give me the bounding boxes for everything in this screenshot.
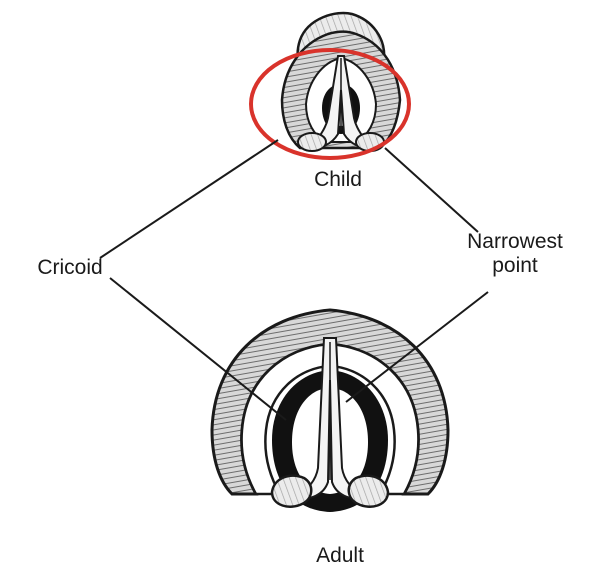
cricoid-leader-child — [100, 140, 278, 258]
child-label: Child — [268, 168, 408, 192]
narrowest-label-line2: point — [440, 254, 590, 278]
cricoid-label: Cricoid — [10, 256, 130, 280]
adult-larynx-illustration — [212, 310, 448, 512]
narrowest-label-line1: Narrowest — [440, 230, 590, 254]
child-larynx-illustration — [282, 13, 400, 151]
narrowest-point-label: Narrowest point — [440, 230, 590, 278]
adult-label: Adult — [270, 544, 410, 568]
